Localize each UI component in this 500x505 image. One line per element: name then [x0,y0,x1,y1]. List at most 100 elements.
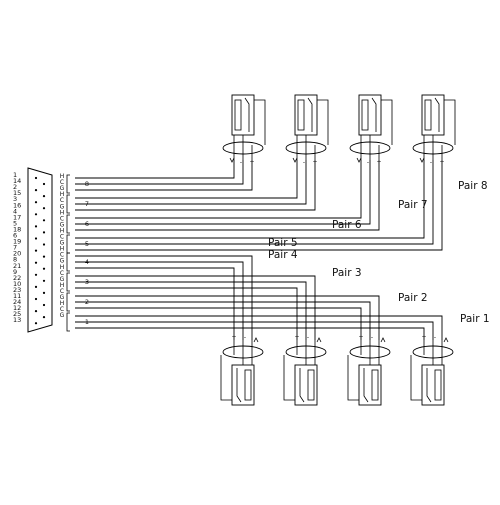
pin-number: 21 [13,262,21,270]
ground-icon [316,337,322,343]
pin-number: 20 [13,250,21,258]
pin-type-letter: C [60,215,64,222]
pin-type-letter: G [60,185,65,192]
pin-type-letter: H [60,191,65,198]
pin-number: 17 [13,213,21,221]
pair-label-text: Pair 3 [332,267,362,279]
pin-dot [34,189,38,192]
pin-number: 9 [13,268,17,276]
pin-number-column: 1142153164175186197208219221023112412251… [13,171,21,324]
wire [75,160,371,225]
pin-type-letter: C [60,306,64,313]
pin-number: 12 [13,304,21,312]
jack-lead [444,99,456,145]
wire [75,160,253,191]
pin-type-letter: G [60,276,65,283]
plus-sign: + [421,334,426,341]
minus-sign: - [430,159,432,166]
pair-bracket [66,252,70,272]
pin-number: 25 [13,310,21,318]
pin-type-letter: C [60,197,64,204]
wire [75,160,235,179]
db25-connector: 1142153164175186197208219221023112412251… [13,167,53,333]
wire [75,160,380,231]
pin-dot [34,285,38,288]
ground-icon [292,157,298,163]
wire [75,281,307,340]
plus-sign: + [231,334,236,341]
pin-number: 13 [13,316,21,324]
jack-sleeve [424,99,432,131]
pin-dot [42,255,46,258]
wire [75,295,380,340]
pin-dot [42,291,46,294]
jack-sleeve [244,369,252,401]
plus-sign: + [439,159,444,166]
wire [75,267,235,340]
pin-dots [34,176,46,325]
plus-sign: + [376,159,381,166]
wire [75,160,434,245]
pin-dot [34,273,38,276]
jack-contact [236,368,242,403]
minus-sign: - [307,334,309,341]
jack-lead [254,99,266,145]
wire [75,255,253,340]
pin-type-letter: G [60,240,65,247]
jack-contact [426,368,432,403]
pair-bracket [66,214,70,234]
pair-bracket [66,234,70,254]
ground-icon [419,157,425,163]
pin-type-letter: H [60,173,65,180]
ground-icon [380,337,386,343]
pin-dot [34,249,38,252]
minus-sign: - [244,334,246,341]
wire [75,160,244,185]
jack-legs [296,340,316,365]
wire [75,287,298,340]
minus-sign: - [434,334,436,341]
plus-sign: + [358,334,363,341]
wire [75,301,371,340]
pin-type-letter: H [60,300,65,307]
pin-number: 18 [13,225,21,233]
pin-type-letter: G [60,258,65,265]
pin-dot [42,243,46,246]
pin-number: 3 [13,195,17,203]
wire [75,160,362,219]
jack-lead [220,355,232,401]
jack-sleeve [297,99,305,131]
pin-type-letter: H [60,227,65,234]
pin-number: 7 [13,244,17,252]
jack-contact [363,368,369,403]
wire [75,261,244,340]
wire [75,160,443,251]
pin-number: 19 [13,238,21,246]
pin-dot [34,225,38,228]
jack-lead [317,99,329,145]
trs-jack-top: -+ [349,94,393,166]
minus-sign: - [303,159,305,166]
pin-type-letter: H [60,246,65,253]
jack-contact [434,97,440,132]
jack-lead [347,355,359,401]
plus-sign: + [249,159,254,166]
wire [75,275,316,340]
wire [75,160,316,211]
trs-jack-bottom: +- [410,334,454,406]
pin-type-letter: H [60,209,65,216]
jack-lead [381,99,393,145]
pair-bracket [66,312,70,332]
pin-dot [42,219,46,222]
pair-label-text: Pair 2 [398,292,428,304]
pin-dot [34,213,38,216]
ground-icon [229,157,235,163]
pin-type-letter: C [60,234,64,241]
trs-jack-top: -+ [285,94,329,166]
jack-lead [410,355,422,401]
pin-type-letter: C [60,288,64,295]
pair-bracket [66,174,70,194]
